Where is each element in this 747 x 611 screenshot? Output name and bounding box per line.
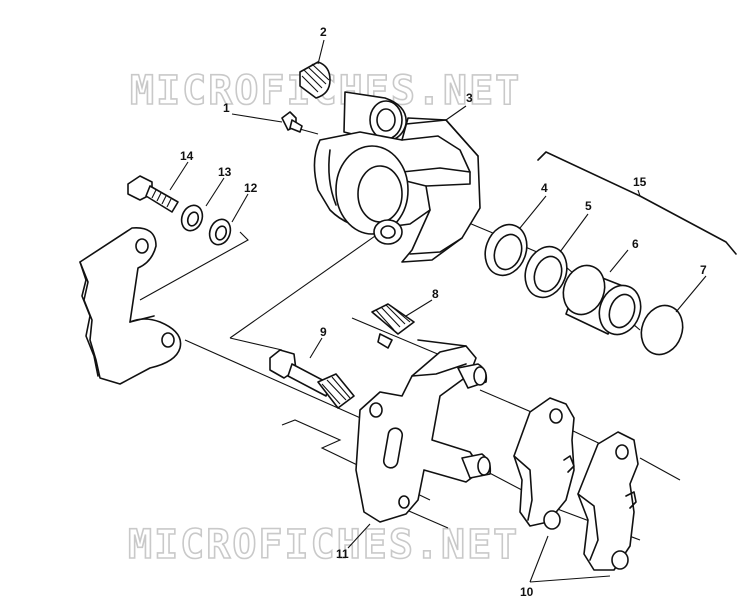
callout-2: 2 [320,25,327,39]
part-7-cap [640,304,684,356]
part-4-seal [484,223,528,277]
part-3-caliper-body [313,91,481,263]
callout-8: 8 [432,287,439,301]
callout-1: 1 [223,101,230,115]
callout-3: 3 [466,91,473,105]
callout-9: 9 [320,325,327,339]
part-10-pad-left [513,397,575,530]
part-1-bleeder-screw [281,111,303,133]
callout-6: 6 [632,237,639,251]
part-10-pad-right [577,431,639,571]
mounting-arm [79,227,182,385]
part-6-piston [562,264,642,336]
callout-4: 4 [541,181,548,195]
callout-leaders [169,39,707,583]
part-11-caliper-bracket [355,339,492,523]
part-2-bleeder-cap [299,61,331,99]
watermark-bottom: MICROFICHES.NET [128,522,519,568]
part-12-washer [208,218,232,246]
callout-12: 12 [244,181,258,195]
callout-5: 5 [585,199,592,213]
part-9-slide-pin [269,349,355,409]
callout-10: 10 [520,585,534,599]
part-5-seal [524,245,568,299]
callout-15: 15 [633,175,647,189]
part-13-washer [180,204,204,232]
callout-13: 13 [218,165,232,179]
callout-7: 7 [700,263,707,277]
callout-11: 11 [336,547,349,561]
part-14-bolt [127,175,179,213]
callout-14: 14 [180,149,194,163]
part-8-boot [371,303,415,349]
